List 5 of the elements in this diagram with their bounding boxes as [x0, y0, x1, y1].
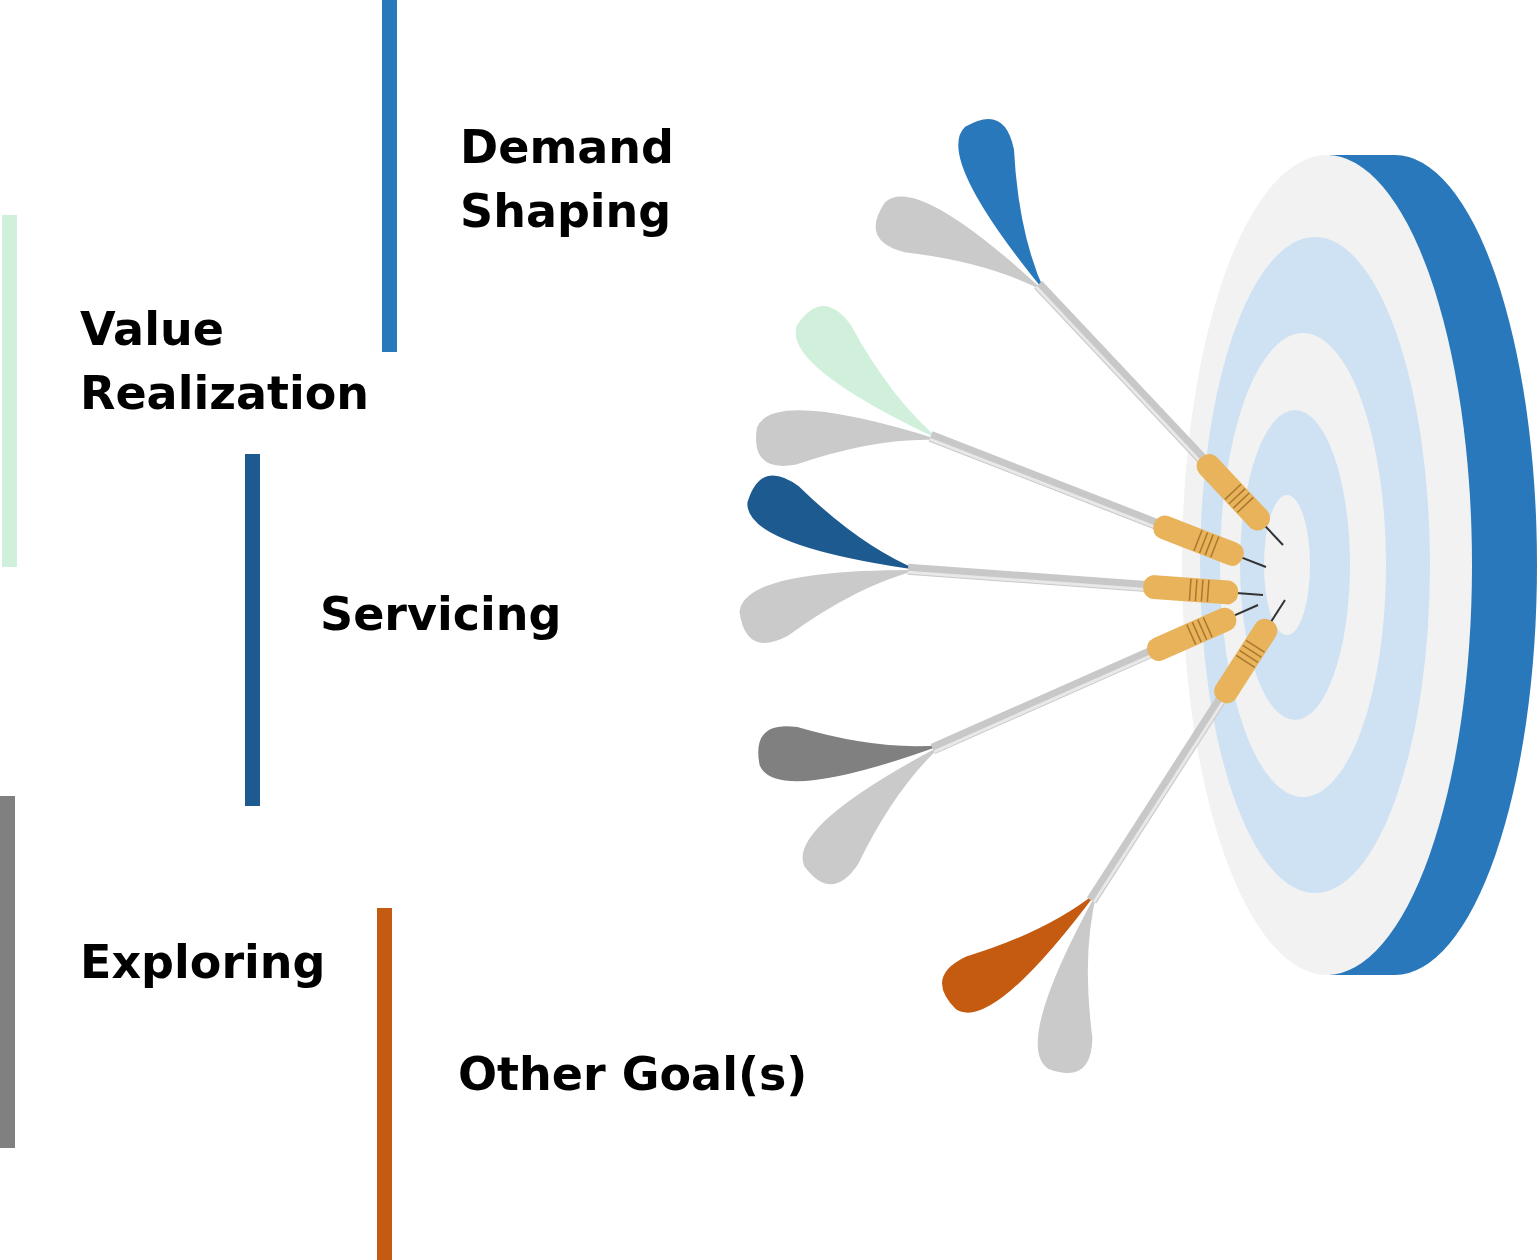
legend-label: Exploring: [80, 934, 327, 991]
legend-label: Value Realization: [80, 301, 371, 422]
legend-label: Demand Shaping: [460, 119, 676, 240]
legend-label: Servicing: [320, 586, 563, 643]
legend-label: Other Goal(s): [458, 1046, 809, 1103]
